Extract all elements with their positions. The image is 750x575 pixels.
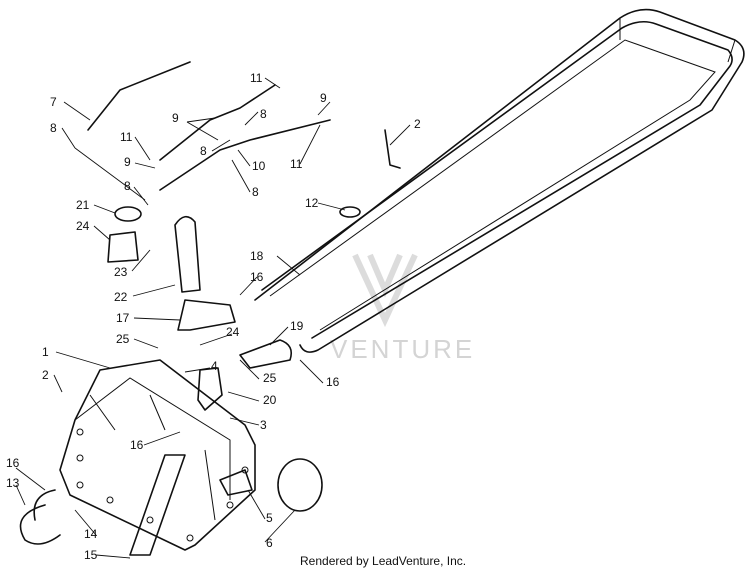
callout-5: 5	[266, 511, 273, 525]
callout-9: 9	[320, 91, 327, 105]
callout-24: 24	[76, 219, 90, 233]
watermark-logo: VENTURE	[330, 253, 475, 364]
fan-assembly	[277, 458, 323, 512]
watermark-text: VENTURE	[330, 334, 475, 364]
callout-11: 11	[120, 130, 133, 144]
overflow-hose	[87, 61, 191, 131]
callout-22: 22	[114, 290, 128, 304]
callout-11: 11	[290, 157, 303, 171]
callout-16: 16	[6, 456, 20, 470]
upper-hose	[174, 215, 201, 293]
callout-11: 11	[250, 71, 263, 85]
leader-lines	[15, 77, 411, 559]
callout-4: 4	[211, 359, 218, 373]
tee-fitting	[197, 367, 223, 411]
callout-14: 14	[84, 527, 98, 541]
callouts: 7 8 11 9 8 21 24 23 22 17 25 1 2 4 24 25…	[6, 71, 421, 562]
callout-10: 10	[252, 159, 266, 173]
callout-23: 23	[114, 265, 128, 279]
callout-21: 21	[76, 198, 90, 212]
callout-2: 2	[42, 368, 49, 382]
callout-15: 15	[84, 548, 98, 562]
callout-12: 12	[305, 196, 319, 210]
callout-6: 6	[266, 536, 273, 550]
callout-17: 17	[116, 311, 130, 325]
callout-19: 19	[290, 319, 304, 333]
callout-24: 24	[226, 325, 240, 339]
callout-8: 8	[252, 185, 259, 199]
heat-exchanger-rail	[254, 8, 745, 353]
temp-sensor	[384, 129, 401, 169]
rear-elbow	[239, 339, 293, 369]
callout-16: 16	[250, 270, 264, 284]
lower-hose	[129, 454, 186, 556]
callout-8: 8	[260, 107, 267, 121]
clamp	[339, 206, 361, 218]
callout-7: 7	[50, 95, 57, 109]
callout-1: 1	[42, 345, 49, 359]
callout-3: 3	[260, 418, 267, 432]
callout-16: 16	[326, 375, 340, 389]
callout-8: 8	[50, 121, 57, 135]
radiator-body	[59, 359, 256, 551]
elbow-hose	[19, 489, 61, 545]
callout-9: 9	[124, 155, 131, 169]
callout-9: 9	[172, 111, 179, 125]
vent-hose-1	[159, 84, 276, 161]
filler-cap	[114, 206, 142, 222]
callout-13: 13	[6, 476, 20, 490]
callout-25: 25	[116, 332, 130, 346]
filler-neck	[107, 231, 139, 263]
vent-hose-2	[159, 119, 331, 191]
connector-hose	[177, 299, 236, 331]
callout-18: 18	[250, 249, 264, 263]
callout-16: 16	[130, 438, 144, 452]
callout-20: 20	[263, 393, 277, 407]
callout-25: 25	[263, 371, 277, 385]
callout-8: 8	[124, 179, 131, 193]
callout-8: 8	[200, 144, 207, 158]
footer-credit: Rendered by LeadVenture, Inc.	[300, 554, 467, 568]
callout-2: 2	[414, 117, 421, 131]
mount-bracket	[219, 469, 253, 496]
